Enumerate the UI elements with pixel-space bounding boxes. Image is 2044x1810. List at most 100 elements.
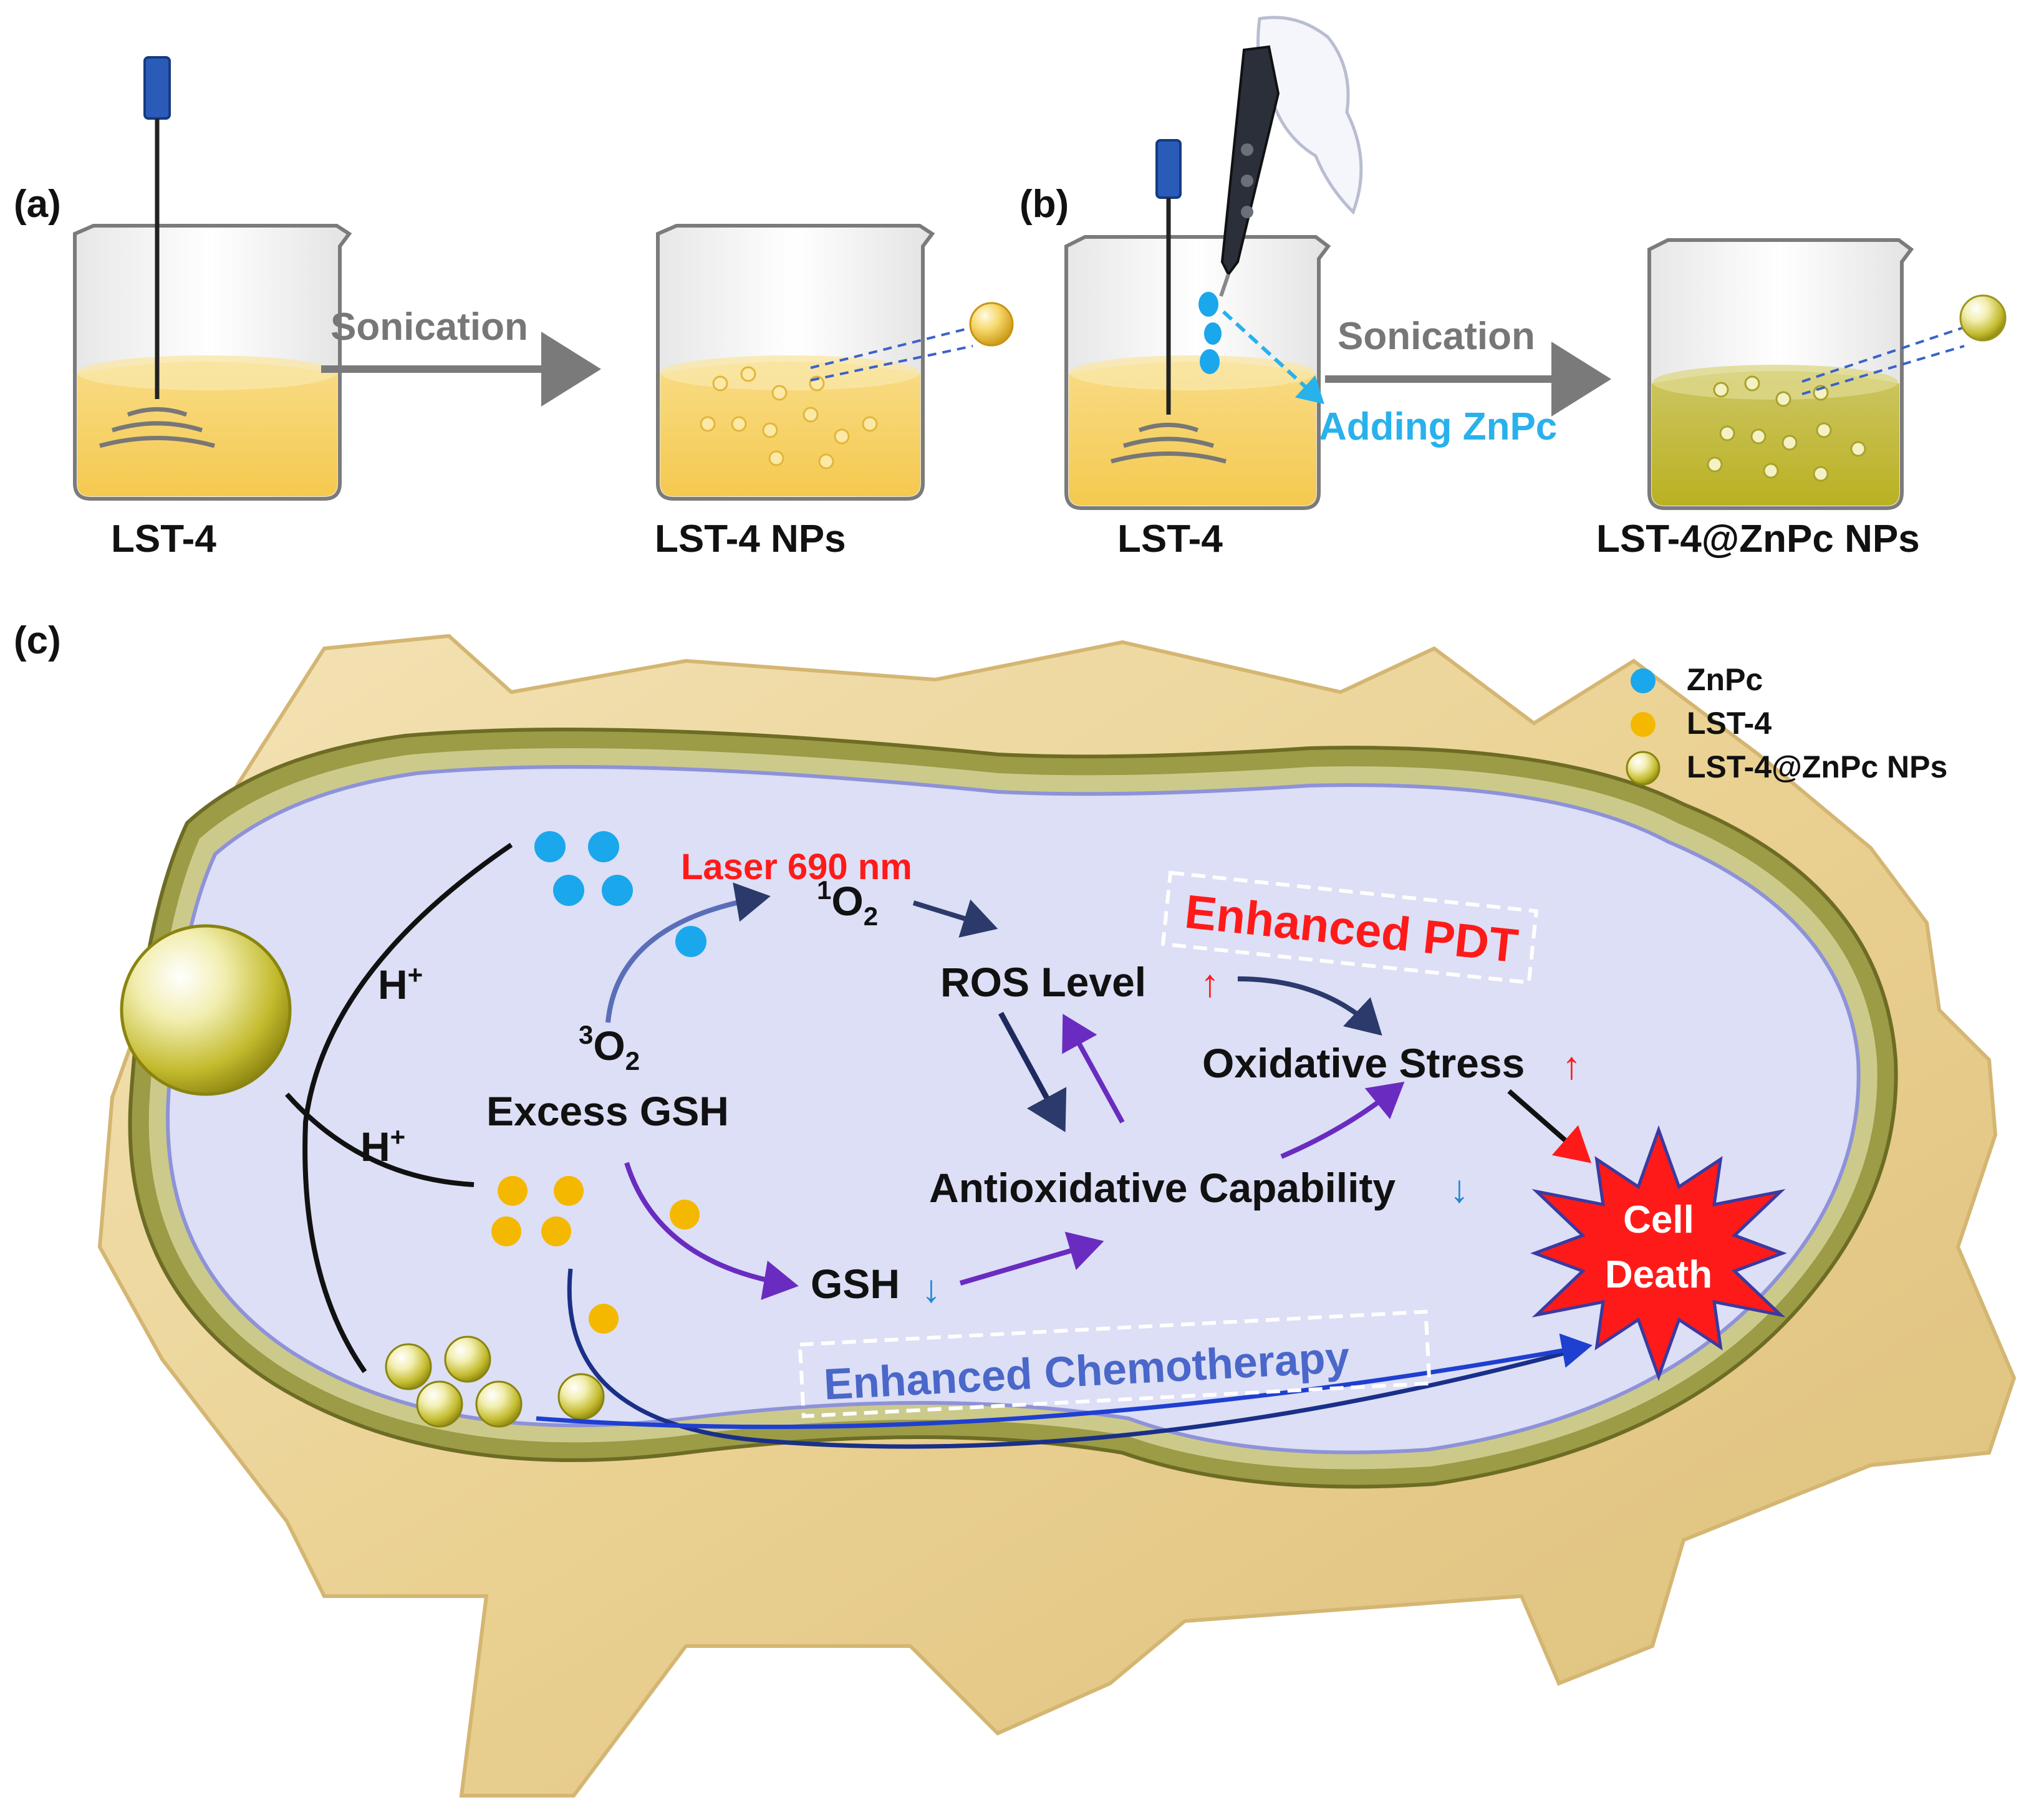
np-bubble [1775,391,1791,407]
nanoparticle-dots-b [1707,375,1866,482]
cell-death-burst: Cell Death [1530,1125,1787,1382]
sonicator-probe-icon-b [1155,139,1182,199]
flow-arrow-stress-death [1507,1089,1592,1163]
np-bubble [768,450,784,466]
np-bubble [740,366,756,382]
step-label-b: Sonication [1338,315,1535,358]
lst4-dot [589,1304,619,1334]
znpc-droplet-icon [1200,349,1220,374]
lst4-dots [491,1176,700,1334]
np-bubble [1707,456,1723,473]
antioxidative-label: Antioxidative Capability [929,1165,1396,1211]
additive-label: Adding ZnPc [1319,405,1557,448]
np-bubble [1781,435,1798,451]
legend-label-3: LST-4@ZnPc NPs [1687,749,1947,784]
np-bubble [1850,441,1866,457]
lst4-dot [498,1176,528,1206]
np-bubble [731,416,747,432]
stress-up-arrow: ↑ [1562,1044,1581,1087]
np-bubble [1719,425,1735,441]
flow-arrow-antiox-stress [1280,1081,1405,1159]
flow-arrow-gsh-consume [624,1162,799,1300]
lst4-dot [670,1200,700,1230]
znpc-dot [553,875,584,906]
beaker-label-a-right: LST-4 NPs [655,517,846,561]
np-sphere [416,1380,463,1428]
laser-label: Laser 690 nm [681,847,912,887]
chemo-path-lst [567,1268,1584,1449]
gsh-label: GSH [811,1261,900,1307]
znpc-dot [602,875,633,906]
cell-death-label-1: Cell [1623,1198,1694,1241]
legend-swatch-1 [1631,668,1656,693]
np-bubble [712,375,728,392]
np-bubble [1816,422,1832,438]
sonic-wave-icon-b [1138,423,1199,433]
h-plus-label-1: H+ [378,960,423,1008]
znpc-dot [675,926,706,957]
np-bubble [771,385,788,401]
pipette-hand-icon [1219,16,1363,297]
lst4-dot [541,1216,571,1246]
legend-swatch-2 [1631,712,1656,737]
np-bubble [1744,375,1760,392]
np-bubble [803,407,819,423]
znpc-dots [534,831,706,957]
ros-down-arrow [998,1011,1067,1132]
beaker-a-lst4 [73,56,352,501]
znpc-droplet-icon [1204,322,1222,345]
sonicator-probe-icon [143,56,171,120]
np-zoom-icon-a [969,302,1014,347]
np-cluster [385,1336,605,1428]
np-bubble [818,453,834,469]
np-sphere [444,1336,491,1383]
legend-label-1: ZnPc [1687,662,1763,697]
beaker-label-b-left: LST-4 [1117,517,1223,561]
np-bubble [1713,382,1729,398]
legend-label-2: LST-4 [1687,706,1772,741]
np-bubble [762,422,778,438]
np-sphere [385,1343,432,1390]
antiox-up-arrow [1062,1013,1125,1124]
chemo-path-np [536,1333,1593,1429]
znpc-droplet-icon [1198,292,1218,317]
singlet-oxygen-label: 1O2 [817,875,878,931]
np-bubble [700,416,716,432]
flow-arrow-ros-stress [1237,976,1382,1036]
np-sphere [475,1380,523,1428]
excess-gsh-label: Excess GSH [486,1088,729,1134]
beaker-label-a-left: LST-4 [111,517,216,561]
cell-cytoplasm [166,765,1861,1455]
np-bubble [834,428,850,445]
laser-arrow [605,882,771,1023]
large-nanoparticle-icon [120,924,292,1096]
step-label-a: Sonication [330,306,528,349]
release-path-outer [302,842,513,1374]
gsh-down-arrow: ↓ [922,1268,941,1311]
panel-label-b: (b) [1020,183,1069,226]
np-bubble [1763,463,1779,479]
np-bubble [1750,428,1767,445]
flow-arrow-gsh-antiox [959,1231,1104,1286]
beaker-label-b-right: LST-4@ZnPc NPs [1596,517,1920,561]
triplet-oxygen-label: 3O2 [579,1020,640,1076]
cell-death-label-2: Death [1605,1253,1712,1296]
sonic-wave-icon [127,407,188,417]
h-plus-label-2: H+ [360,1122,405,1170]
beaker-a-nps [656,224,1014,501]
oxidative-stress-label: Oxidative Stress [1202,1040,1525,1086]
ros-level-label: ROS Level [940,959,1146,1005]
adding-arrow [1222,310,1324,405]
znpc-dot [588,831,619,862]
antiox-down-arrow: ↓ [1450,1168,1469,1211]
ros-up-arrow: ↑ [1200,962,1220,1005]
flow-arrow-1o2-ros [912,899,998,938]
lst4-dot [554,1176,584,1206]
znpc-dot [534,831,566,862]
legend-swatch-3 [1626,751,1661,786]
beaker-b-lst4 [1064,139,1331,510]
np-sphere [557,1373,605,1420]
